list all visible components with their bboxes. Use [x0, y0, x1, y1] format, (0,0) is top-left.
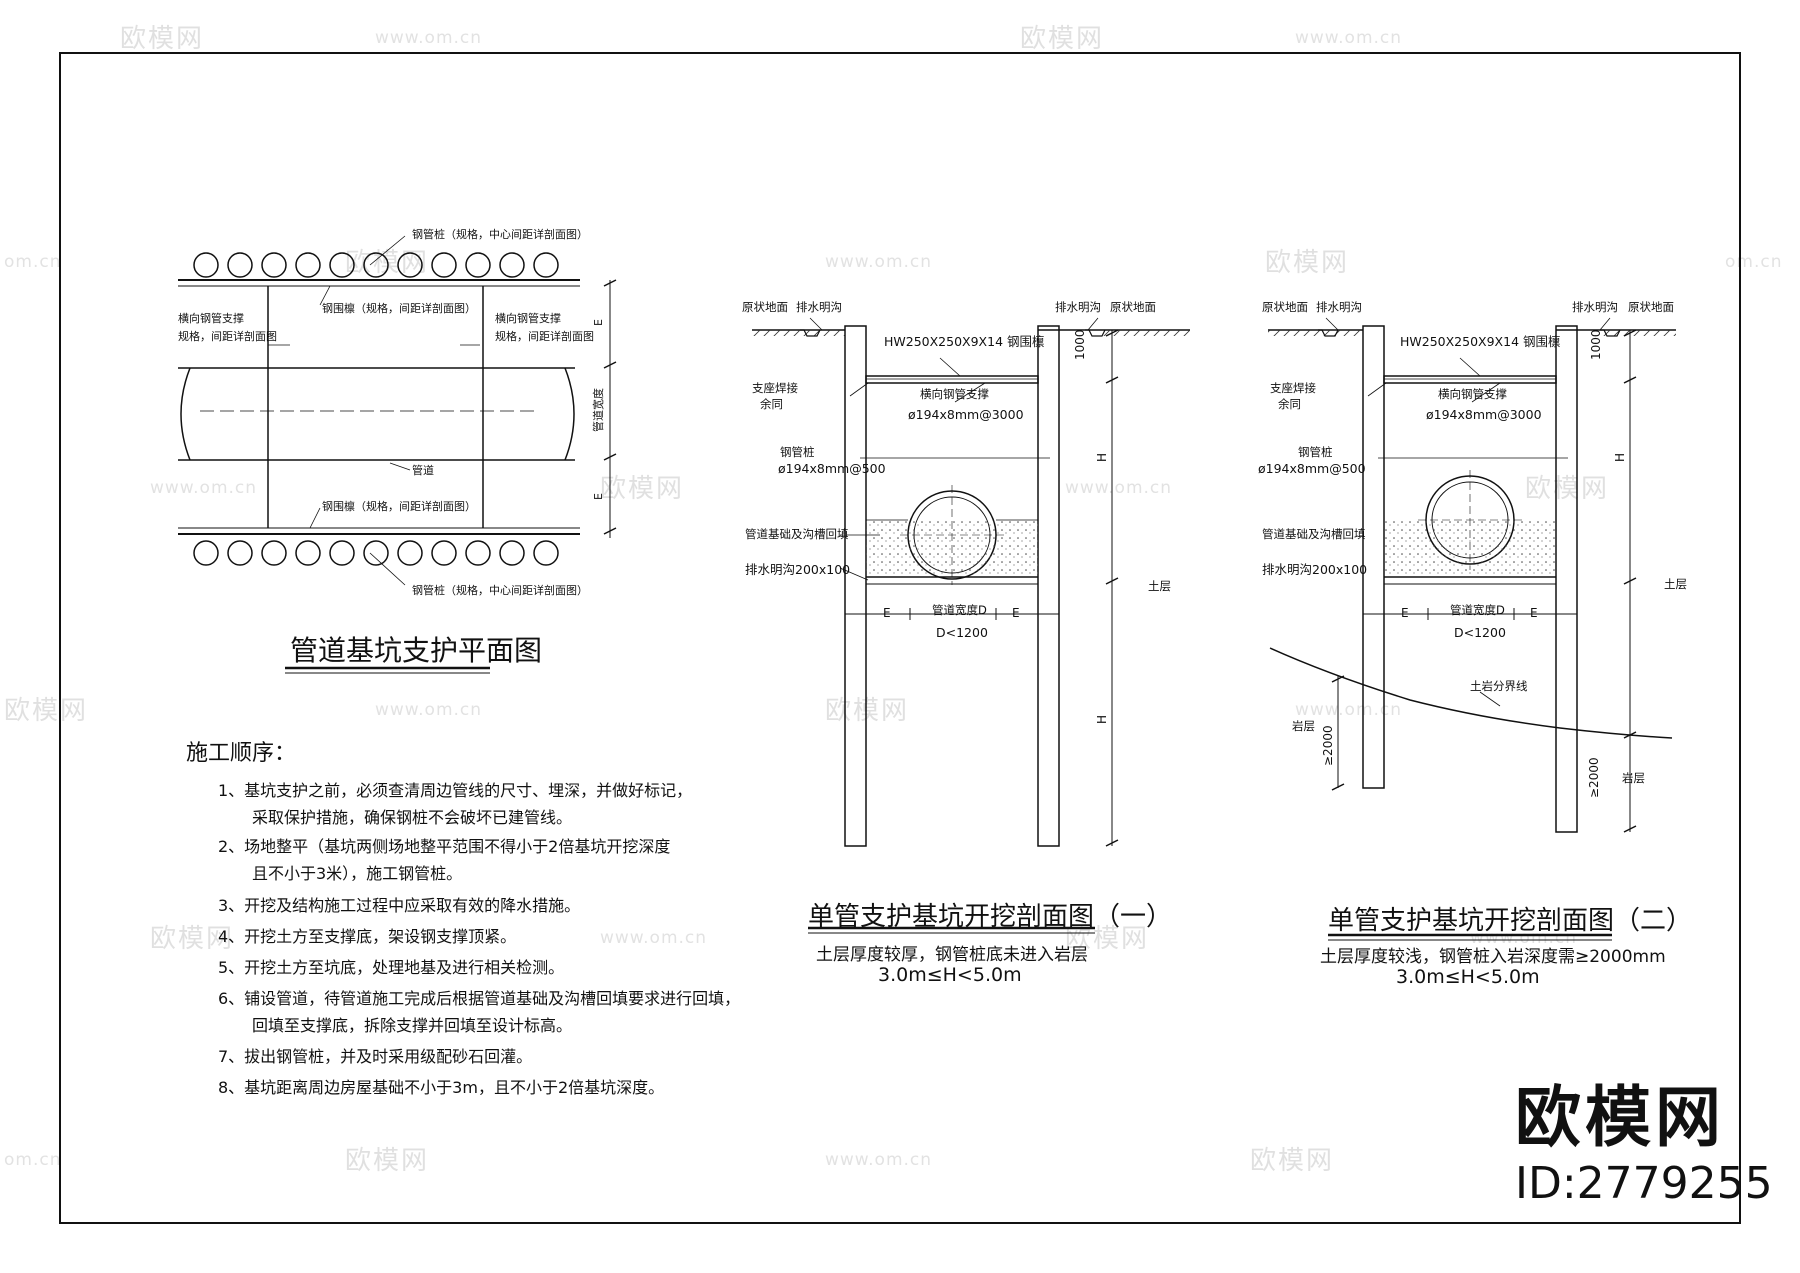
- s1-range: 3.0m≤H<5.0m: [878, 964, 1022, 986]
- brand-block: 欧模网 ID:2779255: [1515, 1085, 1773, 1209]
- plan-labels: 钢管桩（规格，中心间距详剖面图） 钢围檩（规格，间距详剖面图） 横向钢管支撑 规…: [178, 227, 605, 597]
- s1-dim-width: 管道宽度D: [932, 603, 987, 617]
- s2-dim-2000-left: ≥2000: [1321, 725, 1335, 766]
- s2-ground-right: 原状地面: [1628, 300, 1674, 314]
- note-item: 采取保护措施，确保钢桩不会破坏已建管线。: [252, 808, 573, 827]
- plan-view: [178, 235, 617, 674]
- s1-ground-right: 原状地面: [1110, 300, 1156, 314]
- s2-drain-right: 排水明沟: [1572, 300, 1618, 314]
- s1-dim-h1: H: [1095, 453, 1109, 462]
- plan-label-strut-right: 横向钢管支撑: [495, 311, 561, 325]
- s2-same: 余同: [1278, 397, 1301, 411]
- notes-title: 施工顺序：: [186, 741, 297, 766]
- s1-title: 单管支护基坑开挖剖面图（一）: [808, 902, 1173, 932]
- s1-drain-left: 排水明沟: [796, 300, 842, 314]
- note-item: 6、铺设管道，待管道施工完成后根据管道基础及沟槽回填要求进行回填，: [218, 989, 741, 1008]
- note-item: 2、场地整平（基坑两侧场地整平范围不得小于2倍基坑开挖深度: [218, 837, 671, 856]
- plan-title: 管道基坑支护平面图: [290, 634, 542, 667]
- s2-ditch: 排水明沟200x100: [1262, 562, 1367, 577]
- s1-ground-left: 原状地面: [742, 300, 788, 314]
- brand-logo: 欧模网: [1515, 1079, 1725, 1156]
- s2-dim-2000-right: ≥2000: [1587, 757, 1601, 798]
- plan-label-pipe: 管道: [412, 463, 434, 477]
- s1-dim-d: D<1200: [936, 625, 988, 640]
- s2-dim-d: D<1200: [1454, 625, 1506, 640]
- s1-strut-spec: ø194x8mm@3000: [908, 407, 1024, 422]
- s1-pile: 钢管桩: [780, 445, 815, 459]
- plan-label-strut-right-2: 规格，间距详剖面图: [495, 329, 594, 343]
- s2-dim-h: H: [1613, 453, 1627, 462]
- s1-dim-h2: H: [1095, 715, 1109, 724]
- s2-rock-boundary: 土岩分界线: [1470, 679, 1528, 693]
- s1-support-weld: 支座焊接: [752, 381, 798, 395]
- note-item: 4、开挖土方至支撑底，架设钢支撑顶紧。: [218, 927, 517, 946]
- s2-subtitle: 土层厚度较浅，钢管桩入岩深度需≥2000mm: [1320, 947, 1666, 967]
- s1-backfill: 管道基础及沟槽回填: [745, 527, 849, 541]
- s1-subtitle: 土层厚度较厚，钢管桩底未进入岩层: [816, 945, 1088, 965]
- s1-pile-spec: ø194x8mm@500: [778, 461, 886, 476]
- note-item: 8、基坑距离周边房屋基础不小于3m，且不小于2倍基坑深度。: [218, 1078, 665, 1097]
- plan-label-strut-left: 横向钢管支撑: [178, 311, 244, 325]
- note-item: 3、开挖及结构施工过程中应采取有效的降水措施。: [218, 896, 581, 915]
- plan-label-strut-left-2: 规格，间距详剖面图: [178, 329, 277, 343]
- s1-dim-e-right: E: [1012, 606, 1020, 620]
- plan-label-pile-top: 钢管桩（规格，中心间距详剖面图）: [412, 227, 588, 241]
- s2-strut: 横向钢管支撑: [1438, 387, 1507, 401]
- section2-labels: 原状地面 排水明沟 排水明沟 原状地面 HW250X250X9X14 钢围檩 支…: [1258, 300, 1687, 798]
- s1-dim-e-left: E: [883, 606, 891, 620]
- plan-label-waling-bottom: 钢围檩（规格，间距详剖面图）: [322, 499, 476, 513]
- section1: [752, 317, 1190, 934]
- s1-ditch: 排水明沟200x100: [745, 562, 850, 577]
- plan-dim-e-top: E: [592, 319, 605, 326]
- plan-label-pile-bottom: 钢管桩（规格，中心间距详剖面图）: [412, 583, 588, 597]
- plan-dim-e-bottom: E: [592, 493, 605, 500]
- s2-rock-left: 岩层: [1292, 719, 1315, 733]
- s2-soil: 土层: [1664, 577, 1687, 591]
- s1-same: 余同: [760, 397, 783, 411]
- section1-labels: 原状地面 排水明沟 排水明沟 原状地面 HW250X250X9X14 钢围檩 支…: [742, 300, 1171, 724]
- plan-piles-top: [193, 252, 559, 278]
- s2-rock-right: 岩层: [1622, 771, 1645, 785]
- s1-drain-right: 排水明沟: [1055, 300, 1101, 314]
- s2-waling: HW250X250X9X14 钢围檩: [1400, 334, 1561, 349]
- s2-strut-spec: ø194x8mm@3000: [1426, 407, 1542, 422]
- s2-pile: 钢管桩: [1298, 445, 1333, 459]
- brand-id: ID:2779255: [1515, 1158, 1773, 1209]
- note-item: 且不小于3米），施工钢管桩。: [252, 864, 463, 883]
- s2-title: 单管支护基坑开挖剖面图（二）: [1328, 906, 1693, 936]
- s2-drain-left: 排水明沟: [1316, 300, 1362, 314]
- s1-strut: 横向钢管支撑: [920, 387, 989, 401]
- drawing-frame: [59, 52, 1741, 1224]
- s2-dim-e-left: E: [1401, 606, 1409, 620]
- s2-dim-width: 管道宽度D: [1450, 603, 1505, 617]
- plan-label-waling-top: 钢围檩（规格，间距详剖面图）: [322, 301, 476, 315]
- plan-piles-bottom: [193, 540, 559, 566]
- s1-waling: HW250X250X9X14 钢围檩: [884, 334, 1045, 349]
- s2-support-weld: 支座焊接: [1270, 381, 1316, 395]
- s2-dim-e-right: E: [1530, 606, 1538, 620]
- s2-ground-left: 原状地面: [1262, 300, 1308, 314]
- s2-backfill: 管道基础及沟槽回填: [1262, 527, 1366, 541]
- note-item: 7、拔出钢管桩，并及时采用级配砂石回灌。: [218, 1047, 533, 1066]
- s2-range: 3.0m≤H<5.0m: [1396, 966, 1540, 988]
- note-item: 回填至支撑底，拆除支撑并回填至设计标高。: [252, 1016, 573, 1035]
- section2: [1268, 317, 1676, 941]
- note-item: 1、基坑支护之前，必须查清周边管线的尺寸、埋深，并做好标记，: [218, 781, 693, 800]
- s2-pile-spec: ø194x8mm@500: [1258, 461, 1366, 476]
- plan-dim-width: 管道宽度: [591, 388, 605, 432]
- s1-dim-1000: 1000: [1073, 329, 1087, 360]
- note-item: 5、开挖土方至坑底，处理地基及进行相关检测。: [218, 958, 565, 977]
- s2-dim-1000: 1000: [1589, 329, 1603, 360]
- s1-soil: 土层: [1148, 579, 1171, 593]
